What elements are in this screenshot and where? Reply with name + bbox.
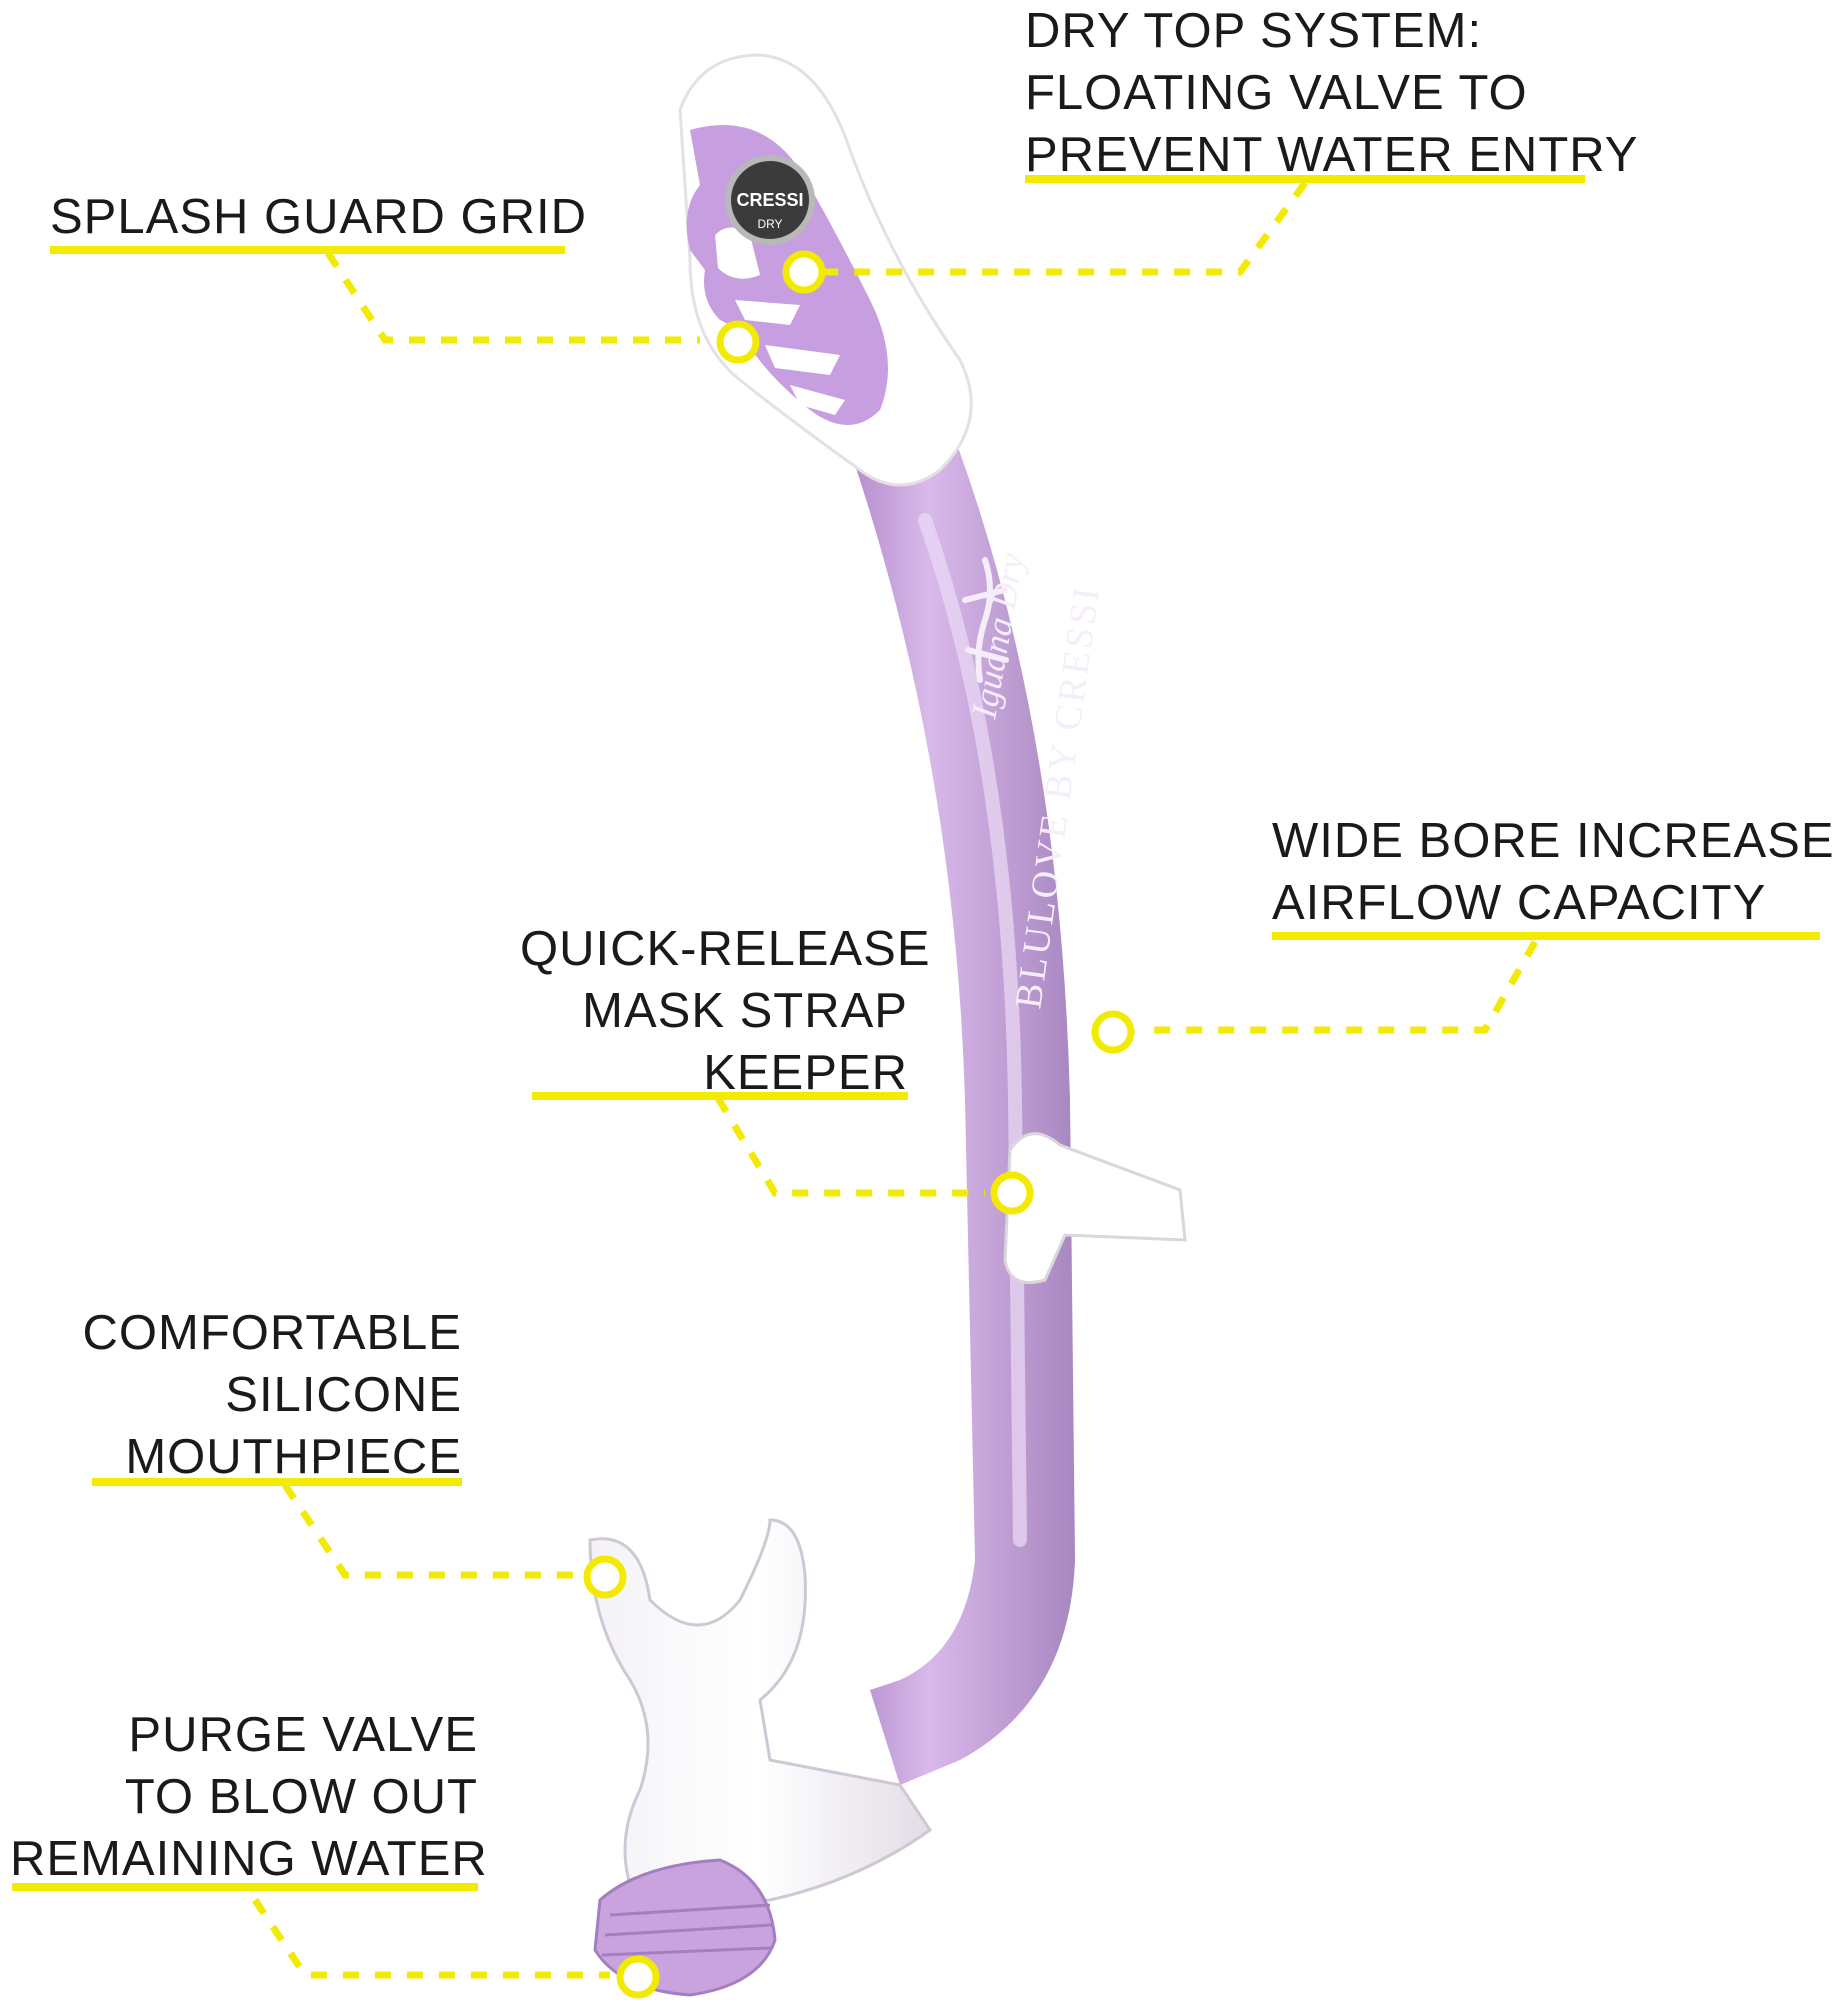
underline-splash-guard	[50, 246, 565, 254]
callout-line: SPLASH GUARD GRID	[50, 190, 588, 244]
purge-ridge	[601, 1946, 771, 1957]
marker-wide-bore-icon	[1091, 1010, 1135, 1054]
underline-strap-keeper	[532, 1092, 908, 1100]
callout-line: QUICK-RELEASE	[520, 922, 931, 976]
leader-dry-top	[820, 180, 1308, 276]
underline-mouthpiece	[92, 1478, 462, 1486]
leader-mouthpiece	[282, 1483, 585, 1579]
callout-line: COMFORTABLE	[82, 1306, 462, 1360]
callout-line: PURGE VALVE	[128, 1708, 478, 1762]
valve-badge-text: CRESSI	[736, 190, 803, 210]
callout-markers	[583, 250, 1135, 1999]
purge-ridge	[609, 1903, 771, 1917]
splash-guard-slot	[715, 227, 760, 279]
callout-line: REMAINING WATER	[10, 1832, 488, 1886]
marker-splash-guard-icon	[716, 320, 760, 364]
callout-line: PREVENT WATER ENTRY	[1025, 128, 1639, 182]
splash-guard-slot	[765, 345, 840, 375]
callout-line: TO BLOW OUT	[124, 1770, 478, 1824]
marker-dry-top-icon	[782, 250, 826, 294]
marker-purge-valve-icon	[616, 1955, 660, 1999]
tube-highlight	[918, 513, 1027, 1547]
callout-purge-valve: PURGE VALVE TO BLOW OUT REMAINING WATER	[10, 1704, 488, 1890]
callout-line: MOUTHPIECE	[125, 1430, 462, 1484]
leader-purge-valve	[252, 1898, 610, 1979]
callout-line: FLOATING VALVE TO	[1025, 66, 1528, 120]
splash-guard-slot	[735, 300, 800, 325]
mouthpiece-body	[588, 1518, 933, 1912]
callout-splash-guard: SPLASH GUARD GRID	[50, 186, 587, 248]
callout-wide-bore: WIDE BORE INCREASES AIRFLOW CAPACITY	[1272, 810, 1833, 934]
purge-ridge	[604, 1923, 773, 1937]
marker-strap-keeper-icon	[990, 1171, 1034, 1215]
callout-line: KEEPER	[703, 1046, 908, 1100]
callout-line: SILICONE	[225, 1368, 462, 1422]
callout-mouthpiece: COMFORTABLE SILICONE MOUTHPIECE	[70, 1302, 462, 1488]
underline-wide-bore	[1272, 932, 1820, 940]
leader-strap-keeper	[714, 1096, 985, 1197]
callout-line: AIRFLOW CAPACITY	[1272, 876, 1767, 930]
valve-badge-subtext: DRY	[757, 217, 782, 231]
lizard-icon	[962, 557, 1009, 683]
valve-badge-icon	[725, 155, 815, 245]
splash-guard-slot	[790, 385, 845, 415]
callout-line: WIDE BORE INCREASES	[1272, 814, 1833, 868]
callout-dry-top: DRY TOP SYSTEM: FLOATING VALVE TO PREVEN…	[1025, 0, 1638, 186]
callout-leaders	[252, 180, 1539, 1979]
underline-purge-valve	[12, 1883, 478, 1891]
callout-line: MASK STRAP	[582, 984, 908, 1038]
underline-dry-top	[1025, 175, 1585, 183]
callout-line: DRY TOP SYSTEM:	[1025, 4, 1483, 58]
strap-keeper-clip	[1003, 1132, 1187, 1284]
leader-wide-bore	[1140, 940, 1539, 1034]
marker-mouthpiece-icon	[583, 1555, 627, 1599]
leader-splash-guard	[325, 251, 700, 344]
callout-strap-keeper: QUICK-RELEASE MASK STRAP KEEPER	[520, 918, 931, 1104]
